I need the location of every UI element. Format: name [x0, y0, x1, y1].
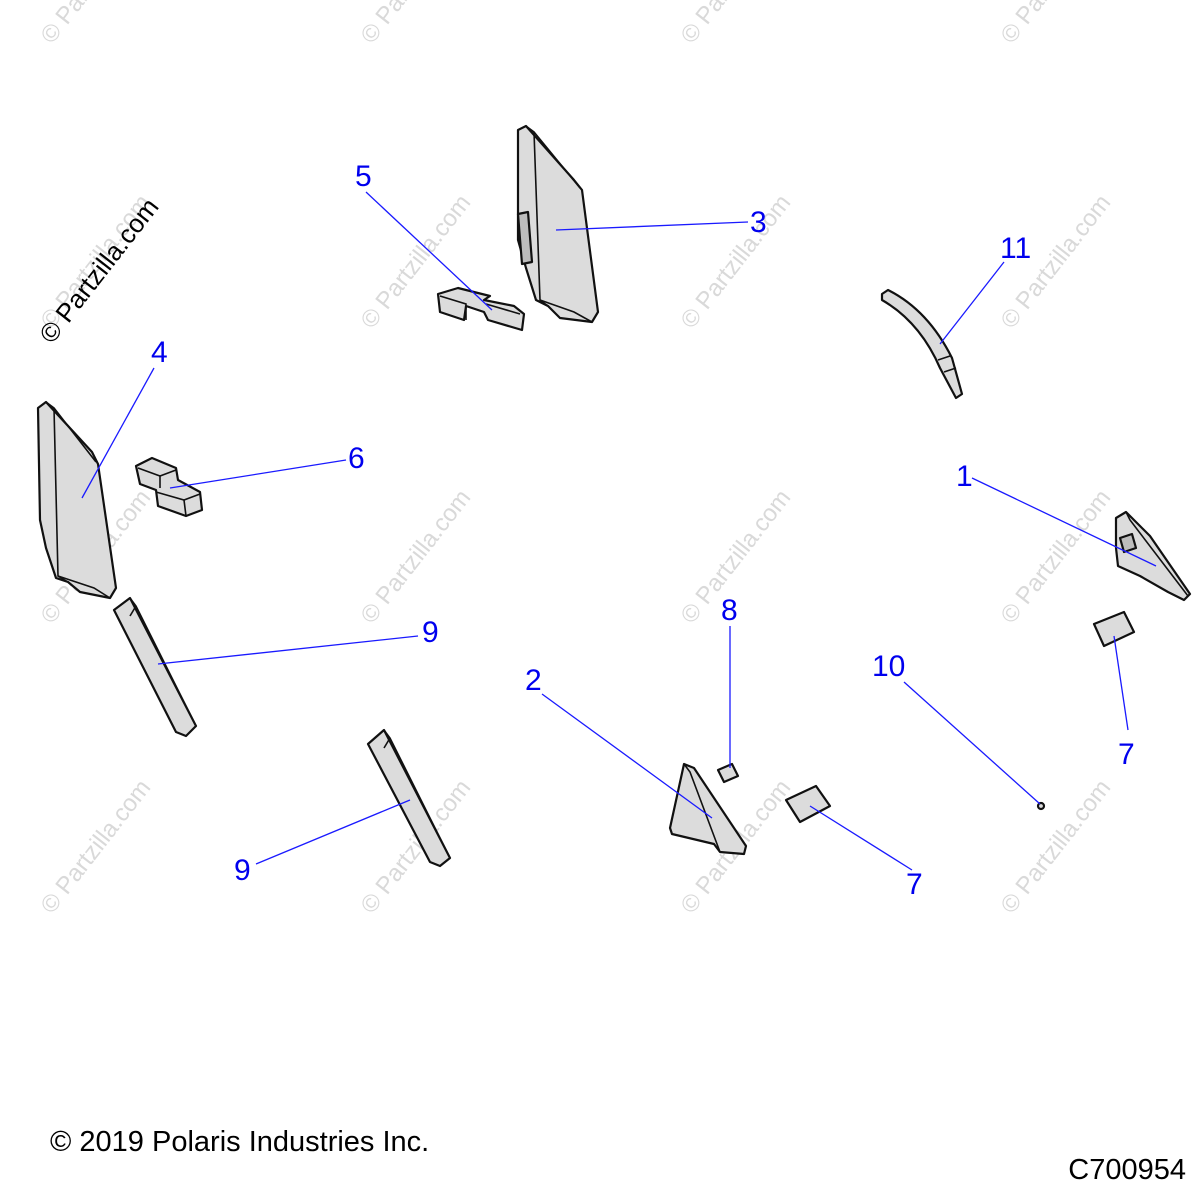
- callout-5: 5: [355, 160, 372, 193]
- part-4-panel[interactable]: [36, 400, 118, 600]
- callout-2: 2: [525, 664, 542, 697]
- part-2-wedge[interactable]: [668, 762, 748, 856]
- callout-1: 1: [956, 460, 973, 493]
- callout-6: 6: [348, 442, 365, 475]
- diagram-code: C700954: [1068, 1154, 1186, 1186]
- callout-4: 4: [151, 336, 168, 369]
- part-10-fastener[interactable]: [1036, 801, 1046, 811]
- callout-7-center: 7: [906, 868, 923, 901]
- part-1-panel[interactable]: [1114, 510, 1192, 602]
- part-11-strip[interactable]: [880, 288, 964, 400]
- watermark-text: © Partzilla.com: [35, 0, 156, 49]
- watermark-text: © Partzilla.com: [995, 485, 1116, 629]
- watermark-text: © Partzilla.com: [675, 0, 796, 49]
- callout-labels: 1 2 3 4 5 6 7 7 8 9 9 10 11: [151, 160, 1135, 901]
- part-6-block[interactable]: [134, 456, 204, 518]
- watermark-text: © Partzilla.com: [35, 775, 156, 919]
- watermark-text: © Partzilla.com: [355, 0, 476, 49]
- watermark-text: © Partzilla.com: [995, 775, 1116, 919]
- part-3-panel[interactable]: [516, 124, 600, 324]
- callout-9-lower: 9: [234, 854, 251, 887]
- copyright-notice: © 2019 Polaris Industries Inc.: [50, 1126, 430, 1158]
- watermark-text: © Partzilla.com: [355, 485, 476, 629]
- callout-8: 8: [721, 594, 738, 627]
- callout-10: 10: [872, 650, 905, 683]
- part-7-pad-right[interactable]: [1092, 610, 1136, 648]
- part-7-pad-center[interactable]: [784, 784, 832, 824]
- watermark-layer: © Partzilla.com © Partzilla.com © Partzill…: [35, 0, 1116, 919]
- leader-lines: [81, 191, 1157, 871]
- brand-watermark: © Partzilla.com: [33, 192, 165, 349]
- callout-3: 3: [750, 206, 767, 239]
- callout-11: 11: [1000, 232, 1031, 265]
- watermark-text: © Partzilla.com: [675, 190, 796, 334]
- part-9-strip-lower[interactable]: [366, 728, 452, 868]
- watermark-text: © Partzilla.com: [995, 0, 1116, 49]
- part-5-block[interactable]: [436, 286, 526, 332]
- callout-9-upper: 9: [422, 616, 439, 649]
- callout-7-right: 7: [1118, 738, 1135, 771]
- part-8-clip[interactable]: [716, 762, 740, 784]
- part-9-strip-upper[interactable]: [112, 596, 198, 738]
